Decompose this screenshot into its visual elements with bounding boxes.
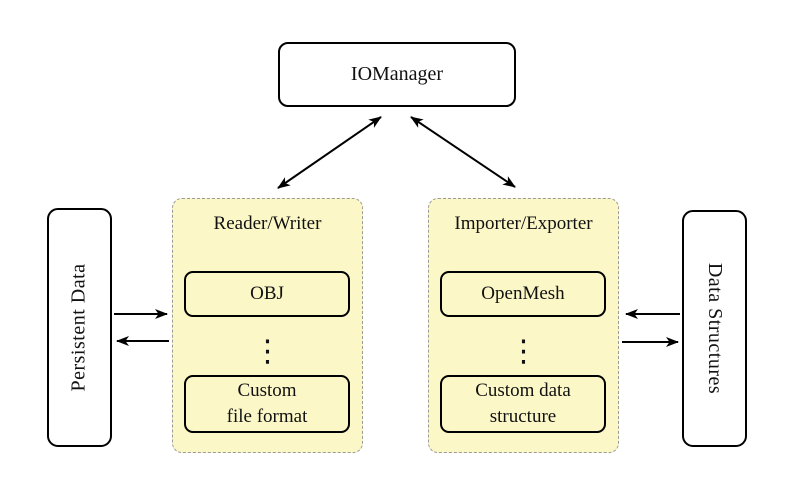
node-obj: OBJ	[184, 271, 350, 317]
node-openmesh: OpenMesh	[440, 271, 606, 317]
node-custom-data-structure: Custom data structure	[440, 375, 606, 433]
arrow-iomanager-readerwriter	[277, 116, 382, 189]
panel-reader-writer: Reader/Writer OBJ ⋮ Custom file format	[172, 198, 363, 453]
custom-data-structure-line2: structure	[489, 406, 557, 427]
obj-label: OBJ	[250, 283, 284, 305]
reader-writer-ellipsis: ⋮	[252, 334, 283, 369]
custom-file-format-line1: Custom	[237, 380, 297, 402]
custom-data-structure-line1: Custom data	[475, 380, 571, 402]
node-data-structures: Data Structures	[682, 210, 747, 447]
panel-importer-exporter: Importer/Exporter OpenMesh ⋮ Custom data…	[428, 198, 619, 453]
custom-file-format-line2: file format	[226, 406, 308, 427]
reader-writer-title: Reader/Writer	[213, 213, 322, 234]
persistent-data-label: Persistent Data	[68, 263, 90, 392]
importer-exporter-title: Importer/Exporter	[454, 213, 593, 234]
arrow-iomanager-importerexporter	[410, 116, 516, 188]
openmesh-label: OpenMesh	[481, 283, 565, 305]
node-custom-file-format: Custom file format	[184, 375, 350, 433]
iomanager-label: IOManager	[350, 63, 444, 85]
importer-exporter-ellipsis: ⋮	[508, 334, 539, 369]
data-structures-label: Data Structures	[704, 262, 727, 395]
node-iomanager: IOManager	[278, 42, 516, 107]
node-persistent-data: Persistent Data	[47, 208, 112, 447]
